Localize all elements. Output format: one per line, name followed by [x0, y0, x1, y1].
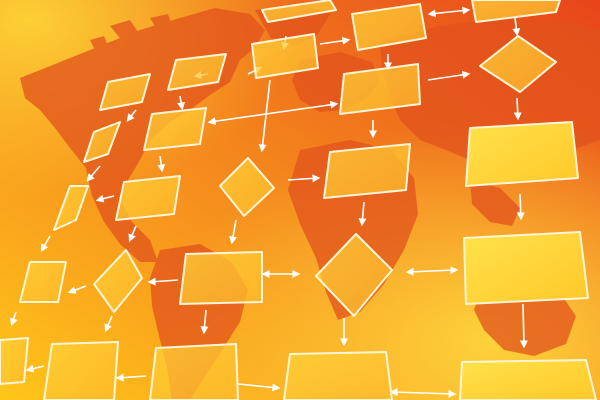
- arrow: [128, 225, 137, 243]
- arrow: [389, 388, 457, 398]
- arrow: [126, 109, 137, 122]
- decision-node: [479, 35, 557, 93]
- arrow: [258, 79, 271, 153]
- arrow: [67, 285, 87, 294]
- arrow: [358, 201, 367, 227]
- process-node: [53, 185, 89, 231]
- process-node: [459, 359, 597, 400]
- arrow: [513, 97, 522, 121]
- arrow: [9, 311, 18, 327]
- process-node: [19, 261, 67, 303]
- arrow: [95, 194, 115, 203]
- connector-arrows: [9, 6, 528, 398]
- process-node: [179, 251, 263, 305]
- arrow: [86, 165, 101, 182]
- arrow: [319, 36, 351, 45]
- arrow: [519, 303, 528, 349]
- arrow: [516, 193, 525, 221]
- process-node: [351, 3, 427, 51]
- process-node: [43, 341, 119, 400]
- process-node: [0, 337, 29, 385]
- decision-node: [315, 233, 393, 317]
- process-node: [283, 351, 393, 400]
- arrow: [287, 174, 321, 183]
- decision-node: [219, 157, 275, 217]
- process-node: [251, 33, 319, 79]
- process-node: [465, 121, 579, 187]
- decision-node: [93, 249, 143, 313]
- process-node: [149, 343, 239, 400]
- arrow: [40, 235, 51, 253]
- arrow: [207, 100, 339, 126]
- arrow: [115, 373, 147, 382]
- arrow: [157, 155, 166, 173]
- process-node: [339, 63, 421, 115]
- process-node: [471, 0, 561, 23]
- arrow: [25, 364, 45, 373]
- process-node: [261, 0, 337, 23]
- continent-southeast-asia: [470, 180, 520, 226]
- process-node: [167, 53, 227, 91]
- process-node: [323, 143, 411, 199]
- process-node: [115, 175, 181, 221]
- arrow: [104, 315, 113, 333]
- arrow: [405, 266, 459, 276]
- arrow: [200, 309, 209, 335]
- arrow: [237, 383, 281, 392]
- arrow: [177, 95, 186, 111]
- arrow: [147, 277, 179, 286]
- process-node: [463, 231, 589, 305]
- arrow: [427, 6, 471, 18]
- arrow: [427, 70, 471, 81]
- continent-islands: [90, 14, 172, 48]
- process-node: [83, 121, 121, 163]
- arrow: [229, 219, 237, 245]
- arrow: [512, 17, 521, 37]
- process-node: [99, 73, 151, 111]
- process-node: [143, 107, 207, 151]
